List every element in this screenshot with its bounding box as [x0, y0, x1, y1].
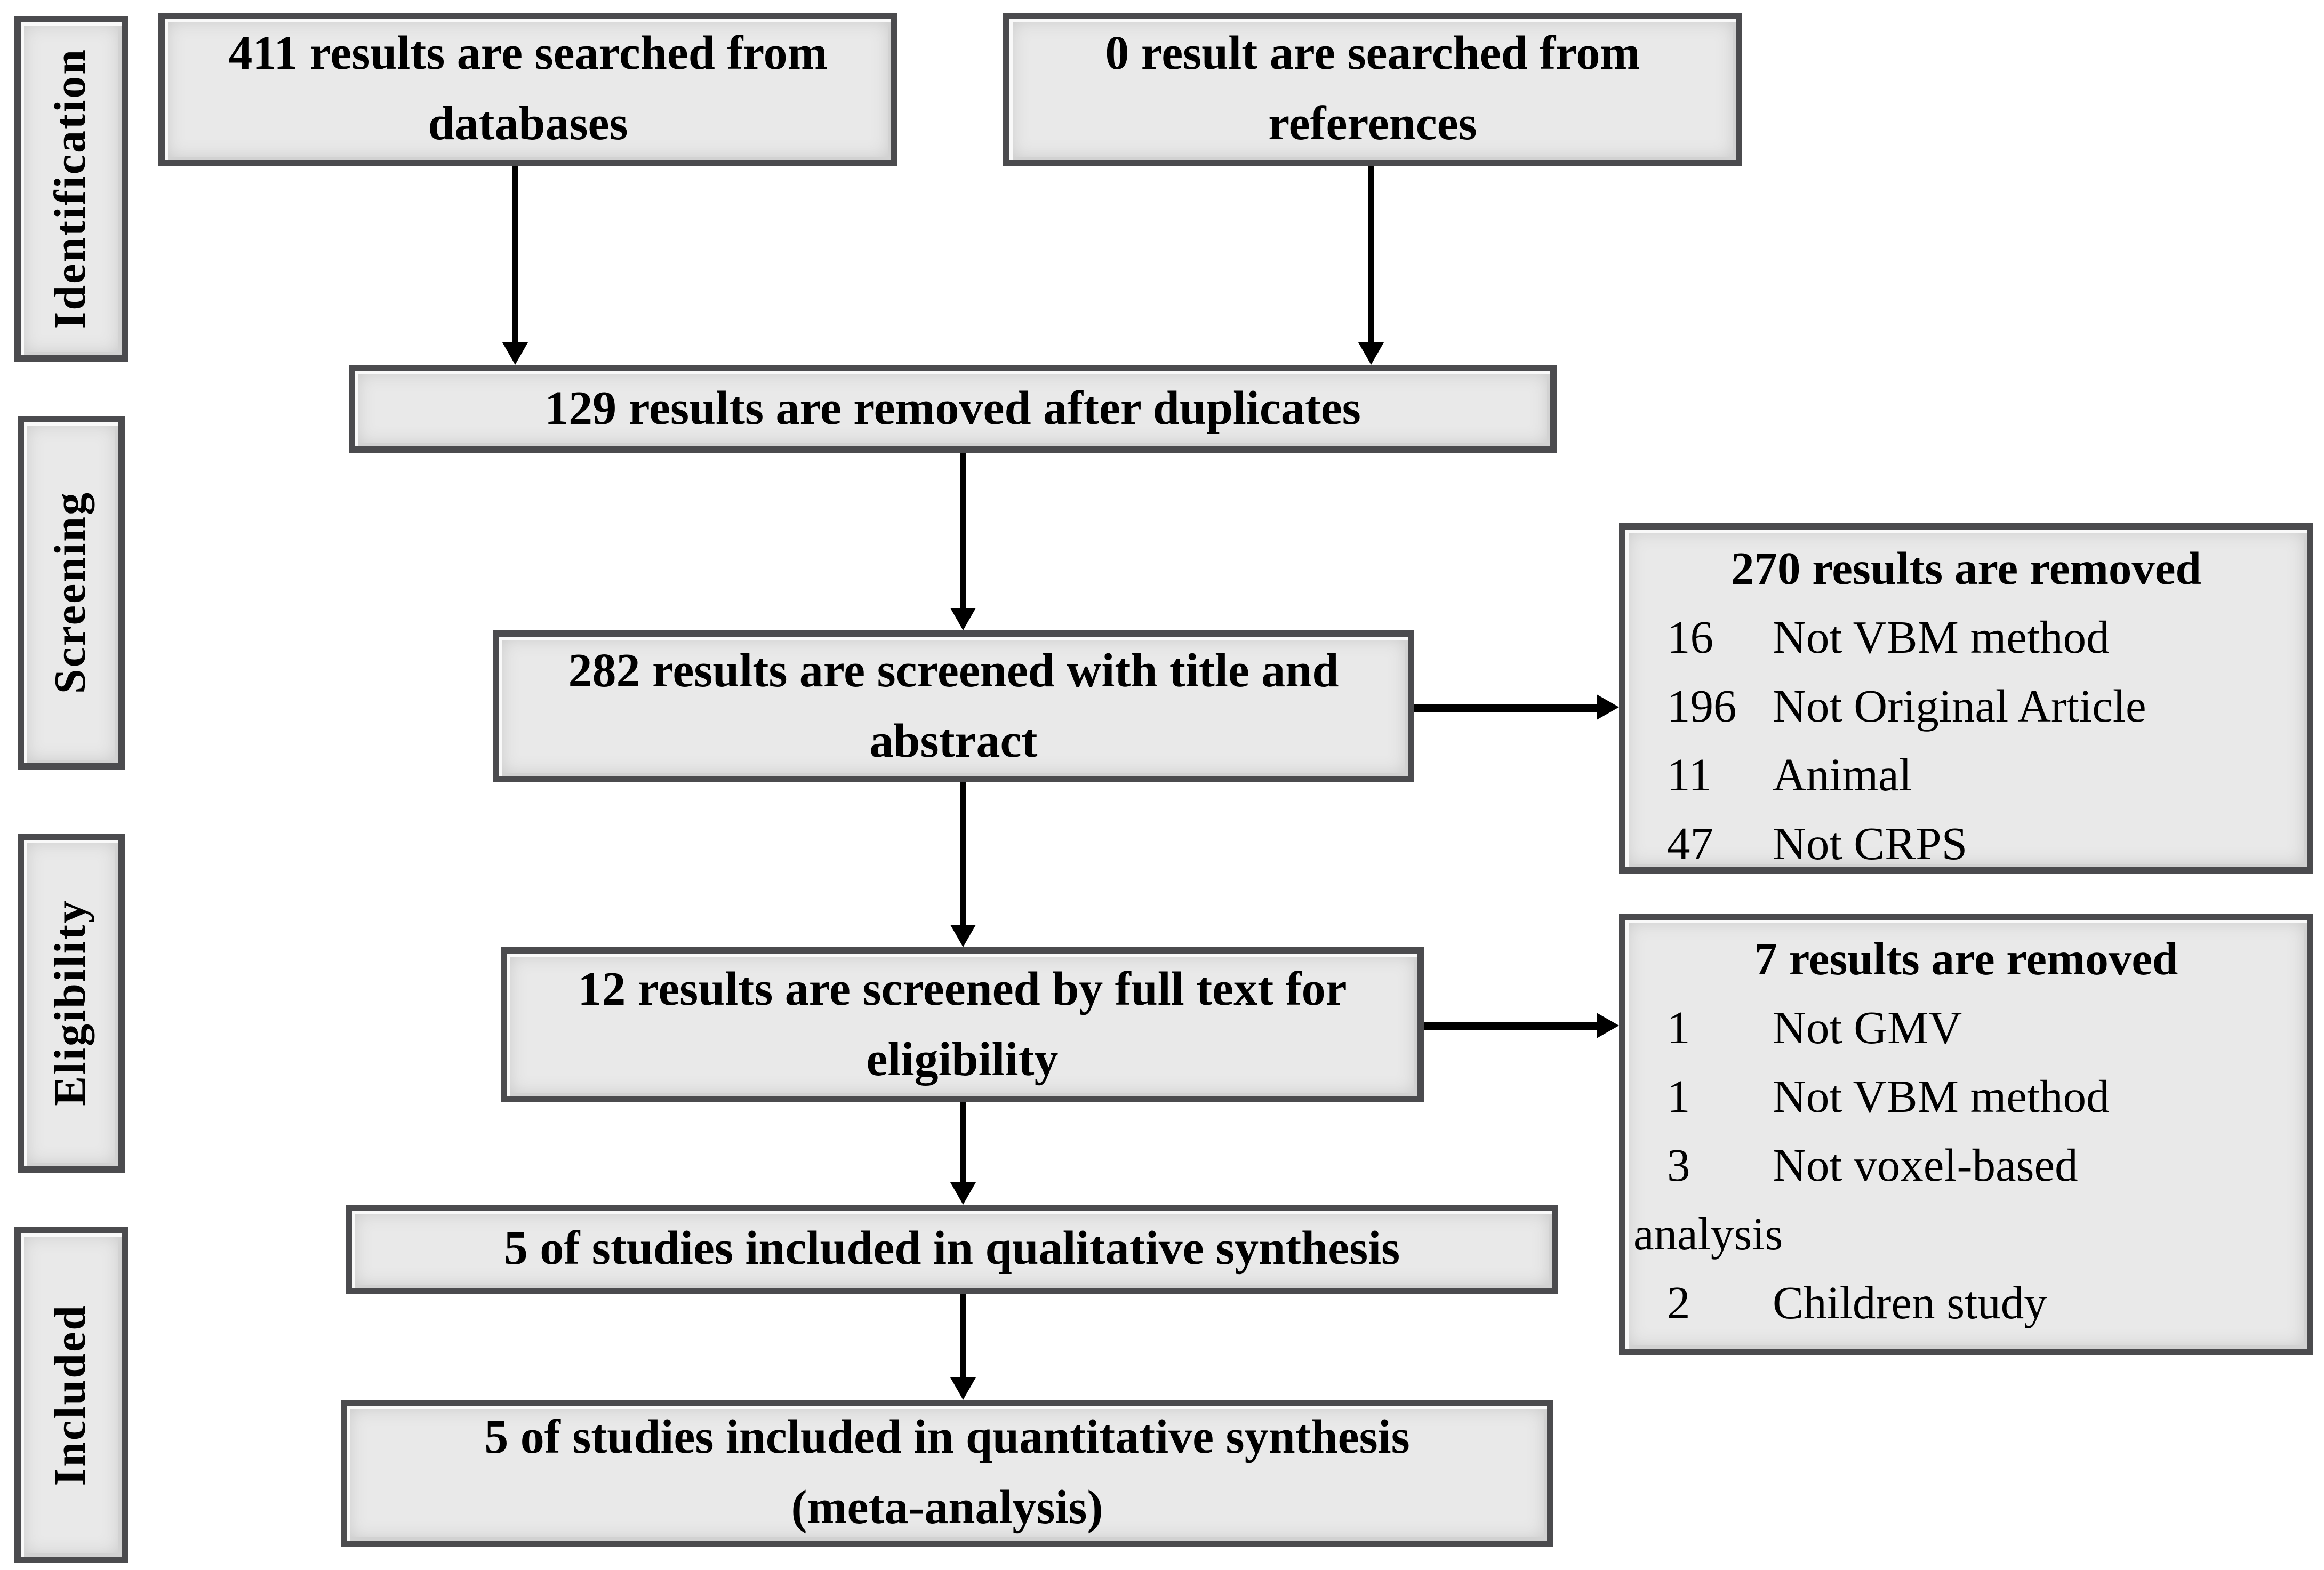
stage-label-eligibility: Eligibility: [45, 900, 95, 1107]
box-fulltext-screened-line1: 12 results are screened by full text for: [578, 962, 1347, 1015]
exclusion-reason: Children study: [1773, 1278, 2047, 1329]
box-fulltext-screened-line2: eligibility: [866, 1032, 1059, 1086]
arrow-line: [960, 782, 966, 925]
box-quantitative-synthesis: 5 of studies included in quantitative sy…: [341, 1400, 1553, 1547]
box-quantitative-synthesis-line2: (meta-analysis): [791, 1481, 1103, 1534]
exclusion-reason: Not CRPS: [1773, 819, 1968, 870]
box-qualitative-synthesis-line1: 5 of studies included in qualitative syn…: [503, 1222, 1400, 1275]
box-searched-references: 0 result are searched from references: [1003, 13, 1742, 166]
arrow-line: [960, 453, 966, 608]
box-duplicates-removed-line1: 129 results are removed after duplicates: [544, 381, 1361, 435]
arrow-head-down-icon: [950, 925, 976, 947]
screening-exclusions-title: 270 results are removed: [1731, 544, 2201, 595]
arrow-head-down-icon: [502, 342, 528, 365]
arrow-line: [960, 1294, 966, 1377]
exclusion-count: 16: [1667, 613, 1713, 664]
stage-label-included: Included: [45, 1304, 95, 1486]
box-searched-databases-line2: databases: [428, 98, 628, 150]
stage-box-included: Included: [14, 1227, 128, 1563]
eligibility-exclusion-item: 1 Not GMV: [1625, 995, 2307, 1064]
exclusion-reason: Not VBM method: [1773, 613, 2110, 664]
exclusion-reason: Animal: [1773, 750, 1912, 802]
box-screening-exclusions: 270 results are removed 16 Not VBM method…: [1619, 523, 2313, 874]
eligibility-exclusion-item: 2 Children study: [1625, 1270, 2307, 1339]
screening-exclusion-item: 16 Not VBM method: [1625, 605, 2307, 674]
arrow-line: [512, 166, 518, 344]
arrow-head-down-icon: [1358, 342, 1384, 365]
box-title-abstract-screened-line2: abstract: [869, 714, 1038, 767]
arrow-head-right-icon: [1597, 1013, 1619, 1038]
exclusion-count: 1: [1667, 1003, 1690, 1054]
exclusion-reason: Not Original Article: [1773, 682, 2146, 733]
stage-label-screening: Screening: [45, 491, 95, 694]
exclusion-reason: Not GMV: [1773, 1003, 1962, 1054]
box-searched-references-line1: 0 result are searched from: [1105, 27, 1640, 80]
arrow-line: [1414, 704, 1597, 712]
box-duplicates-removed: 129 results are removed after duplicates: [349, 365, 1557, 453]
exclusion-reason-continuation: analysis: [1633, 1209, 1783, 1261]
stage-box-screening: Screening: [18, 416, 125, 770]
eligibility-exclusion-item: 3 Not voxel-based: [1625, 1133, 2307, 1201]
box-quantitative-synthesis-line1: 5 of studies included in quantitative sy…: [484, 1411, 1410, 1464]
screening-exclusion-item: 47 Not CRPS: [1625, 811, 2307, 880]
screening-exclusion-item: 11 Animal: [1625, 742, 2307, 811]
arrow-line: [1424, 1022, 1597, 1030]
exclusion-count: 2: [1667, 1278, 1690, 1329]
box-title-abstract-screened-line1: 282 results are screened with title and: [568, 644, 1339, 697]
exclusion-reason: Not VBM method: [1773, 1072, 2110, 1123]
stage-label-identification: Identification: [45, 48, 95, 330]
exclusion-count: 1: [1667, 1072, 1690, 1123]
box-searched-databases-line1: 411 results are searched from: [228, 27, 828, 80]
box-qualitative-synthesis: 5 of studies included in qualitative syn…: [346, 1205, 1558, 1294]
exclusion-reason: Not voxel-based: [1773, 1141, 2078, 1192]
box-searched-databases: 411 results are searched from databases: [158, 13, 897, 166]
stage-box-eligibility: Eligibility: [18, 834, 125, 1173]
stage-box-identification: Identification: [14, 16, 128, 362]
box-searched-references-line2: references: [1268, 98, 1477, 150]
box-title-abstract-screened: 282 results are screened with title and …: [493, 630, 1414, 782]
arrow-head-down-icon: [950, 1182, 976, 1205]
arrow-head-down-icon: [950, 1377, 976, 1400]
exclusion-count: 11: [1667, 750, 1712, 802]
box-fulltext-screened: 12 results are screened by full text for…: [501, 947, 1424, 1102]
arrow-line: [960, 1102, 966, 1182]
exclusion-count: 3: [1667, 1141, 1690, 1192]
eligibility-exclusion-item: 1 Not VBM method: [1625, 1064, 2307, 1133]
arrow-head-down-icon: [950, 608, 976, 630]
screening-exclusion-item: 196 Not Original Article: [1625, 674, 2307, 742]
eligibility-exclusions-title: 7 results are removed: [1754, 934, 2178, 986]
exclusion-count: 196: [1667, 682, 1737, 733]
arrow-line: [1368, 166, 1374, 344]
exclusion-count: 47: [1667, 819, 1713, 870]
arrow-head-right-icon: [1597, 694, 1619, 720]
eligibility-exclusion-item-continuation: analysis: [1625, 1201, 2307, 1270]
